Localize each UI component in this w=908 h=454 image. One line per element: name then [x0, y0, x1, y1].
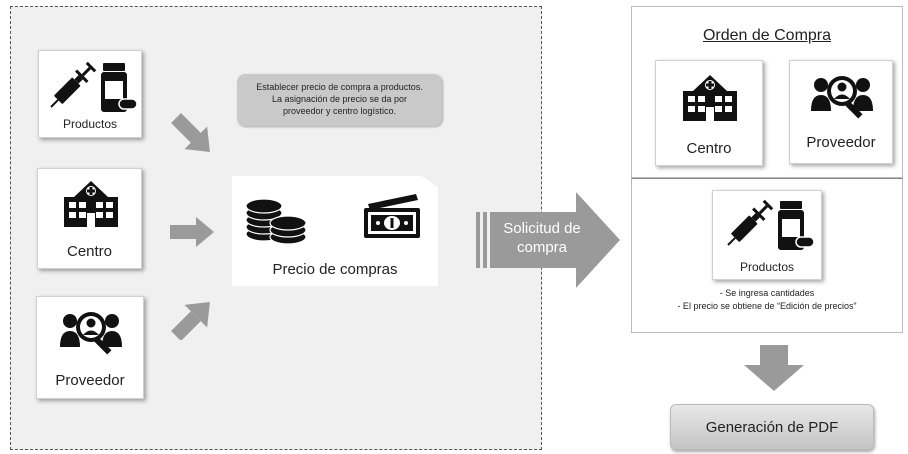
- orden-title: Orden de Compra: [702, 27, 832, 44]
- solicitud-arrow: [476, 192, 620, 288]
- solicitud-line1: Solicitud de: [503, 220, 581, 237]
- pricing-note: Establecer precio de compra a productos.…: [237, 74, 442, 126]
- supplier-search-icon: [37, 307, 145, 357]
- proveedor-label: Proveedor: [55, 372, 125, 389]
- orden-centro-card: Centro: [655, 60, 763, 166]
- pill-bottle-icon: [101, 63, 138, 112]
- arrow-down-right-icon: [171, 113, 210, 152]
- generacion-pdf-button[interactable]: Generación de PDF: [670, 404, 874, 450]
- productos-label: Productos: [62, 117, 118, 131]
- orden-productos-label: Productos: [739, 260, 795, 274]
- arrow-up-right-icon: [171, 302, 210, 340]
- arrow-down-icon: [744, 345, 804, 391]
- precio-card: [232, 176, 438, 286]
- orden-productos-card: Productos: [712, 190, 822, 280]
- syringe-icon: [727, 199, 815, 250]
- orden-note-2: - El precio se obtiene de “Edición de pr…: [677, 301, 857, 311]
- solicitud-label: Solicitud de compra: [486, 219, 598, 257]
- supplier-search-icon: [790, 71, 894, 121]
- orden-proveedor-label: Proveedor: [806, 134, 876, 151]
- productos-icons: [713, 197, 823, 253]
- pill-bottle-icon: [778, 201, 815, 250]
- solicitud-line2: compra: [516, 239, 568, 256]
- proveedor-card: Proveedor: [36, 296, 144, 399]
- syringe-icon: [50, 61, 138, 112]
- arrow-right-icon: [170, 217, 214, 247]
- note-line: proveedor y centro logístico.: [282, 106, 397, 116]
- orden-note-1: - Se ingresa cantidades: [719, 288, 815, 298]
- hospital-icon: [656, 71, 764, 123]
- orden-proveedor-card: Proveedor: [789, 60, 893, 164]
- centro-card: Centro: [37, 168, 142, 269]
- coins-icon: [245, 198, 307, 245]
- productos-card: Productos: [38, 50, 142, 138]
- orden-centro-label: Centro: [686, 140, 732, 157]
- productos-icons: [39, 59, 143, 115]
- hospital-icon: [38, 177, 143, 229]
- note-line: Establecer precio de compra a productos.: [256, 82, 423, 92]
- precio-label: Precio de compras: [272, 261, 398, 278]
- banknote-icon: [364, 194, 420, 238]
- input-arrows: [170, 113, 214, 340]
- note-line: La asignación de precio se da por: [271, 94, 408, 104]
- centro-label: Centro: [66, 243, 113, 260]
